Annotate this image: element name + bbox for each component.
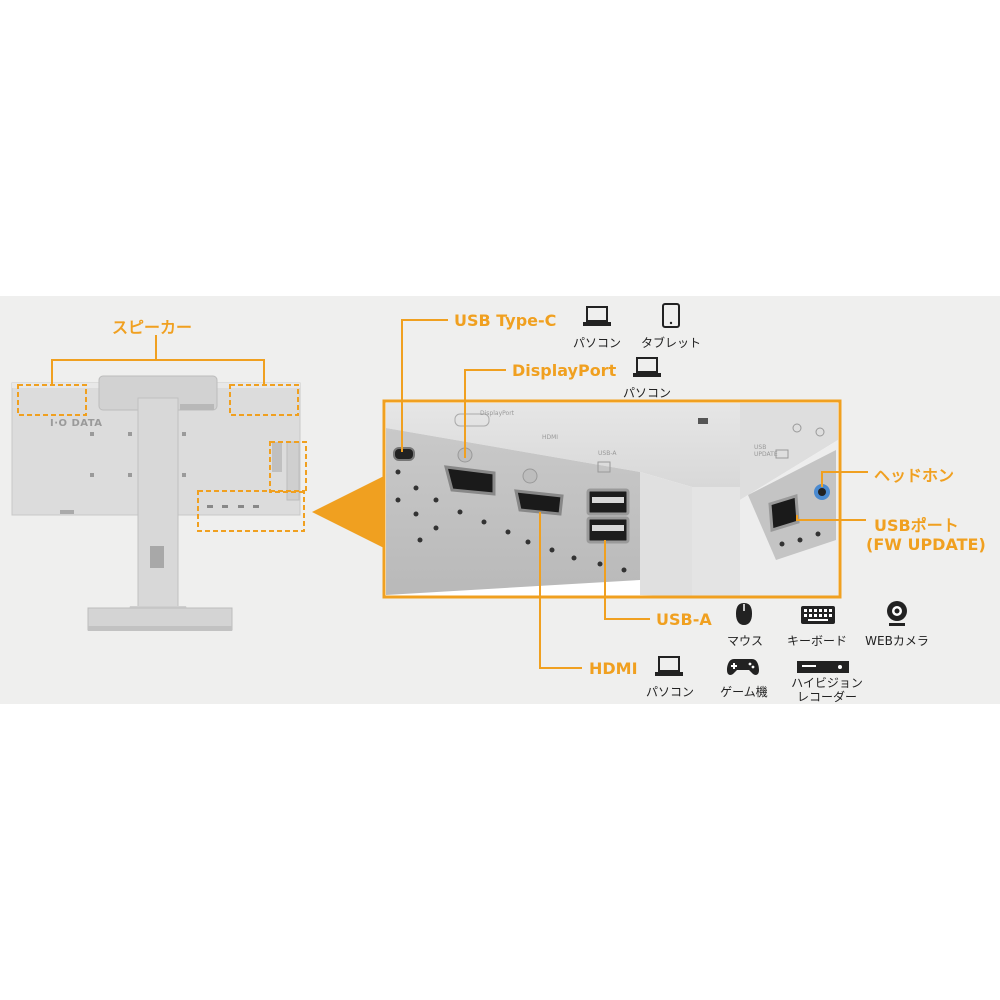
- brand-logo: I·O DATA: [50, 418, 103, 429]
- speaker-bracket: [51, 335, 265, 385]
- usb-a-device-label: キーボード: [786, 634, 847, 648]
- zoom-panel: [382, 399, 842, 599]
- print-hdmi: HDMI: [542, 434, 559, 441]
- tablet-icon: [662, 303, 680, 328]
- laptop-icon: [583, 306, 611, 326]
- webcam-icon: [887, 601, 907, 626]
- speaker-label: スピーカー: [112, 318, 193, 337]
- usb-a-device-label: マウス: [726, 634, 763, 648]
- recorder-icon: [797, 661, 849, 673]
- usb-port-sublabel: (FW UPDATE): [866, 535, 986, 554]
- mouse-icon: [736, 603, 752, 625]
- usb-a-device-label: WEBカメラ: [865, 634, 929, 648]
- usb-c-device-label: パソコン: [572, 336, 621, 350]
- hdmi-device-label: ゲーム機: [720, 685, 768, 699]
- leader-lines: [401, 319, 868, 669]
- print-usb-update: USB UPDATE: [754, 444, 778, 458]
- gamepad-icon: [727, 659, 759, 675]
- usb-port-label: USBポート: [874, 516, 959, 535]
- keyboard-icon: [801, 606, 835, 624]
- headphone-label: ヘッドホン: [874, 466, 955, 485]
- hdmi-device-label: ハイビジョン レコーダー: [791, 676, 863, 704]
- print-displayport: DisplayPort: [480, 410, 515, 417]
- hdmi-device-label: パソコン: [645, 685, 694, 699]
- laptop-icon: [655, 656, 683, 676]
- usb-c-label: USB Type-C: [454, 311, 557, 330]
- displayport-label: DisplayPort: [512, 361, 617, 380]
- usb-c-device-label: タブレット: [640, 336, 701, 350]
- print-usb-a: USB-A: [598, 450, 617, 457]
- zoom-pointer: [312, 476, 384, 548]
- monitor-stand: [87, 397, 233, 631]
- displayport-device-label: パソコン: [622, 386, 671, 400]
- usb-a-label: USB-A: [656, 610, 712, 629]
- hdmi-label: HDMI: [589, 659, 638, 678]
- laptop-icon: [633, 357, 661, 377]
